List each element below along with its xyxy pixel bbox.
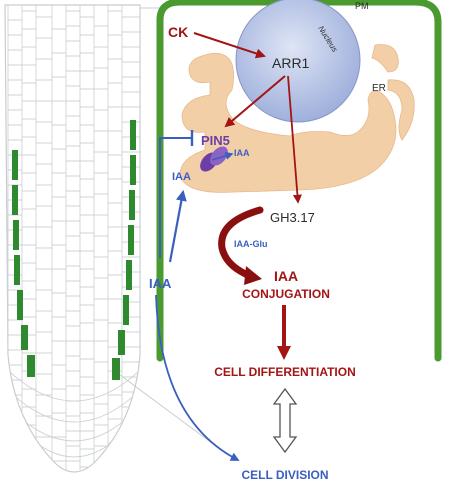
iaa-to-division-arrow: [155, 294, 240, 461]
iaa-up-arrow: [168, 189, 187, 263]
ck-label: CK: [168, 24, 188, 40]
gh3-label: GH3.17: [270, 210, 315, 225]
root-illustration: [4, 4, 141, 473]
pin5-label: PIN5: [201, 133, 230, 148]
conjugation-curve-arrow: [218, 206, 264, 280]
iaa-cytoplasm-label: IAA: [172, 171, 191, 183]
iaa-transport-arrow: [211, 152, 234, 161]
conjugation-to-differentiation-head: [277, 346, 291, 360]
iaa-transport-label: IAA: [234, 148, 250, 158]
arr1-to-pin5-arrow: [224, 75, 286, 128]
arr1-to-gh3-arrow: [287, 75, 302, 204]
differentiation-division-double-arrow: [272, 387, 298, 454]
pin5-inhibition-line: [159, 137, 192, 258]
arr1-label: ARR1: [272, 55, 310, 71]
endoplasmic-reticulum: [179, 44, 415, 193]
cell-differentiation-label: CELL DIFFERENTIATION: [214, 365, 356, 379]
cell-division-label: CELL DIVISION: [241, 468, 328, 482]
iaa-loop-label: IAA: [149, 276, 172, 291]
conjugation-label-line1: IAA: [274, 268, 298, 284]
conjugation-curve-arrowhead: [244, 266, 262, 285]
iaa-glu-label: IAA-Glu: [234, 239, 268, 249]
root-green-cells: [12, 120, 136, 380]
ck-to-arr1-arrow: [193, 32, 266, 59]
er-label: ER: [372, 83, 386, 94]
pm-label: PM: [355, 1, 369, 11]
conjugation-label-line2: CONJUGATION: [242, 287, 330, 301]
pin5-transporter: [200, 146, 228, 172]
